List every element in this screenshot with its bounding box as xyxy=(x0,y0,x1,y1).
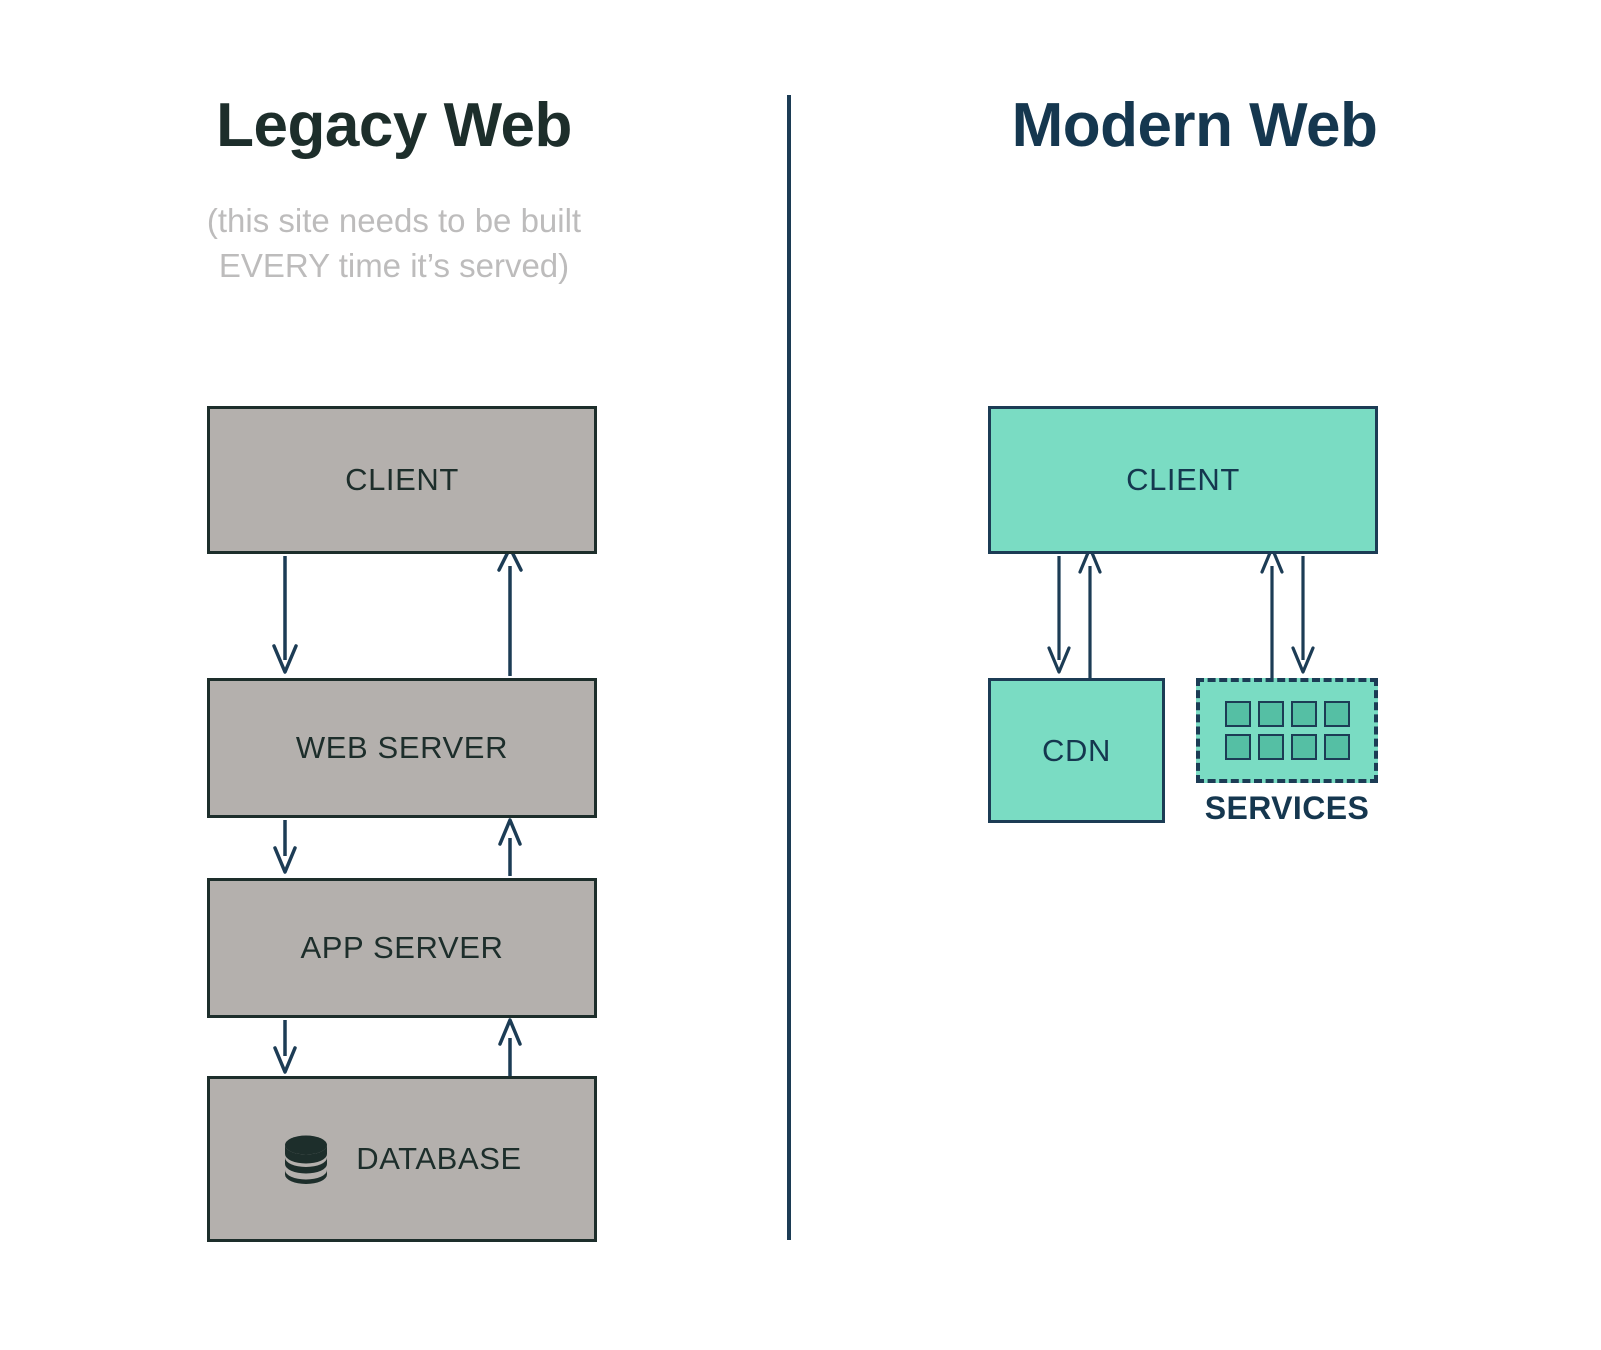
database-cylinder-icon xyxy=(285,1135,328,1184)
service-grid-cell xyxy=(1323,734,1350,760)
legacy-column-subtitle: (this site needs to be built EVERY time … xyxy=(206,202,582,284)
service-grid-cell xyxy=(1323,701,1350,727)
arrow-legacy-app-to-web xyxy=(498,818,522,876)
legacy-column-title: Legacy Web xyxy=(216,91,572,160)
node-legacy-client-label: CLIENT xyxy=(345,462,459,497)
service-grid-cell xyxy=(1224,734,1251,760)
node-legacy-database-label: DATABASE xyxy=(356,1141,522,1176)
node-modern-cdn-label: CDN xyxy=(1042,732,1111,768)
modern-column-title: Modern Web xyxy=(1011,91,1378,160)
node-modern-client-label: CLIENT xyxy=(1126,462,1240,497)
service-grid-cell xyxy=(1224,701,1251,727)
node-modern-cdn[interactable]: CDN xyxy=(988,678,1165,823)
node-modern-client[interactable]: CLIENT xyxy=(988,406,1378,554)
service-grid-cell xyxy=(1290,734,1317,760)
arrow-legacy-web-to-app xyxy=(273,820,297,874)
node-legacy-client[interactable]: CLIENT xyxy=(207,406,597,554)
node-modern-services[interactable] xyxy=(1196,678,1378,783)
node-legacy-app-server[interactable]: APP SERVER xyxy=(207,878,597,1018)
node-legacy-web-server-label: WEB SERVER xyxy=(295,730,509,765)
arrow-legacy-database-to-app xyxy=(498,1018,522,1076)
node-legacy-database[interactable]: DATABASE xyxy=(207,1076,597,1242)
column-divider xyxy=(787,95,791,1240)
arrow-modern-cdn-to-client xyxy=(1078,546,1102,678)
arrow-modern-client-to-services xyxy=(1291,556,1315,674)
service-grid-cell xyxy=(1257,734,1284,760)
arrow-legacy-app-to-database xyxy=(273,1020,297,1074)
arrow-legacy-client-to-web xyxy=(272,556,298,674)
arrow-modern-services-to-client xyxy=(1260,546,1284,678)
service-grid-cell xyxy=(1257,701,1284,727)
node-legacy-app-server-label: APP SERVER xyxy=(300,930,504,965)
node-modern-services-label: SERVICES xyxy=(1204,790,1370,826)
service-grid-cell xyxy=(1290,701,1317,727)
arrow-modern-client-to-cdn xyxy=(1047,556,1071,674)
service-grid-icon xyxy=(1224,701,1350,760)
node-legacy-web-server[interactable]: WEB SERVER xyxy=(207,678,597,818)
arrow-legacy-web-to-client xyxy=(497,546,523,676)
